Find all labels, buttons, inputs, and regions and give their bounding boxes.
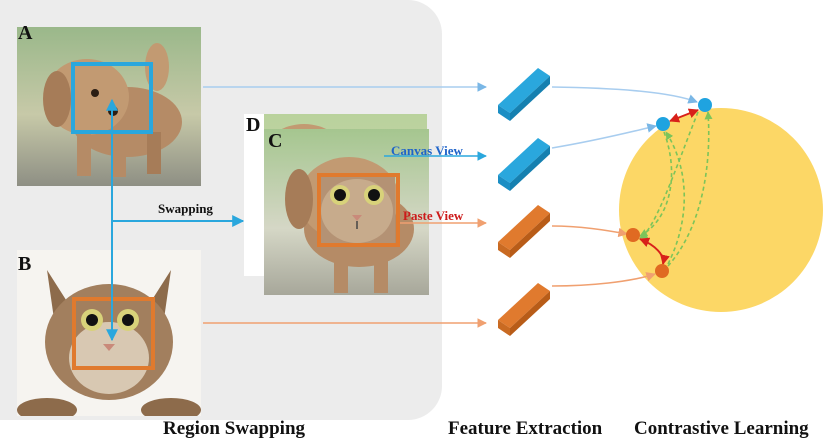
region-box-b — [72, 297, 155, 370]
point-orange-b — [655, 264, 669, 278]
embedding-space-circle — [619, 108, 823, 312]
label-a: A — [18, 22, 33, 44]
arrow-feature4-to-point — [551, 272, 656, 287]
region-box-c — [317, 173, 400, 247]
label-b: B — [18, 253, 32, 275]
red-arrow-blue-pair — [669, 108, 699, 123]
caption-region-swapping: Region Swapping — [163, 418, 306, 439]
point-blue-canvas — [656, 117, 670, 131]
point-orange-paste — [626, 228, 640, 242]
feature-block-orange-1 — [498, 205, 550, 258]
label-d: D — [246, 114, 261, 136]
label-c: C — [268, 130, 283, 152]
image-d-white-border — [244, 114, 264, 276]
canvas-view-label: Canvas View — [391, 143, 463, 158]
green-dashed-arrow-3 — [667, 111, 713, 267]
point-blue-a — [698, 98, 712, 112]
feature-block-blue-2 — [498, 138, 550, 191]
red-arrow-orange-pair — [639, 237, 670, 265]
feature-block-blue-1 — [498, 68, 550, 121]
image-c-mixed — [264, 129, 429, 295]
green-dashed-arrow-1 — [639, 131, 673, 237]
green-dashed-arrow-4 — [665, 131, 686, 265]
arrow-feature2-to-point — [551, 123, 657, 149]
caption-feature-extraction: Feature Extraction — [448, 418, 603, 439]
swapping-label: Swapping — [158, 201, 213, 216]
arrow-feature1-to-point — [551, 86, 698, 104]
paste-view-label: Paste View — [403, 208, 464, 223]
arrow-feature3-to-point — [551, 225, 628, 238]
feature-block-orange-2 — [498, 283, 550, 336]
caption-contrastive-learning: Contrastive Learning — [634, 418, 809, 439]
image-b-cat — [17, 250, 201, 416]
green-dashed-arrow-2 — [639, 111, 699, 239]
